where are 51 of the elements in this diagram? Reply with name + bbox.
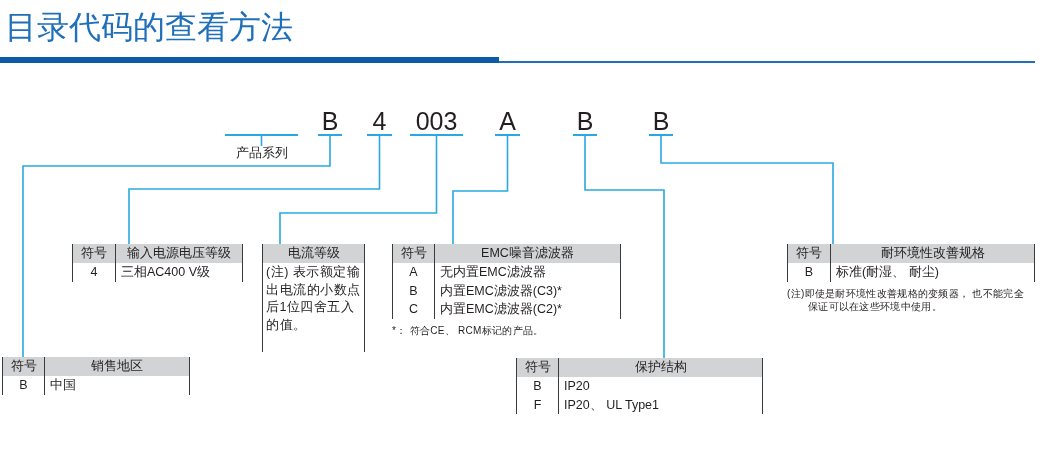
column-header: 符号 — [788, 244, 830, 263]
option-code: B — [533, 378, 542, 395]
option-code: F — [533, 396, 542, 414]
column-header: 符号 — [3, 357, 44, 376]
code-segment: 003 — [410, 108, 463, 136]
option-description: 内置EMC滤波器(C2)* — [440, 301, 562, 318]
column-header: 符号 — [73, 244, 115, 263]
option-code: B — [804, 264, 814, 281]
code-table — [262, 244, 365, 352]
leader-line — [22, 135, 331, 358]
code-table — [392, 244, 621, 319]
code-segment: B — [573, 108, 597, 136]
option-description: 中国 — [50, 377, 76, 394]
column-header: 符号 — [393, 244, 434, 263]
option-code: C — [409, 301, 418, 318]
option-description: IP20 — [564, 378, 590, 395]
footnote: *： 符合CE、 RCM标记的产品。 — [392, 324, 545, 337]
leader-line — [452, 135, 509, 245]
footnote: (注)即使是耐环境性改善规格的变频器， 也不能完全保证可以在这些环境中使用。 — [787, 287, 1025, 313]
leader-line — [660, 135, 834, 245]
code-table — [516, 358, 763, 414]
code-segment: 4 — [367, 108, 392, 136]
option-description: 标准(耐湿、 耐尘) — [836, 264, 939, 281]
column-header: 耐环境性改善规格 — [830, 244, 1034, 263]
page-title: 目录代码的查看方法 — [5, 8, 293, 46]
series-label: 产品系列 — [232, 146, 292, 161]
code-underline — [225, 134, 298, 136]
leader-line — [279, 135, 438, 245]
code-table — [2, 357, 190, 395]
option-code: B — [19, 377, 28, 394]
option-code: 4 — [90, 264, 98, 281]
code-table — [787, 244, 1035, 282]
option-description: 内置EMC滤波器(C3)* — [440, 282, 562, 300]
option-code: B — [409, 282, 418, 300]
option-description: 无内置EMC滤波器 — [440, 264, 546, 281]
column-header: 保护结构 — [558, 358, 762, 377]
column-header: 销售地区 — [44, 357, 189, 376]
leader-line — [128, 135, 381, 245]
code-segment: B — [318, 108, 342, 136]
column-header: EMC噪音滤波器 — [434, 244, 620, 263]
code-segment: A — [495, 108, 520, 136]
code-table — [72, 244, 243, 282]
column-header: 电流等级 — [263, 244, 364, 263]
column-header: 输入电源电压等级 — [115, 244, 242, 263]
leader-line — [584, 135, 665, 359]
table-note: (注) 表示额定输出电流的小数点后1位四舍五入的值。 — [265, 264, 362, 334]
option-description: 三相AC400 V级 — [121, 264, 211, 281]
option-description: IP20、 UL Type1 — [564, 396, 659, 414]
option-code: A — [409, 264, 418, 281]
column-header: 符号 — [517, 358, 558, 377]
code-segment: B — [649, 108, 673, 136]
